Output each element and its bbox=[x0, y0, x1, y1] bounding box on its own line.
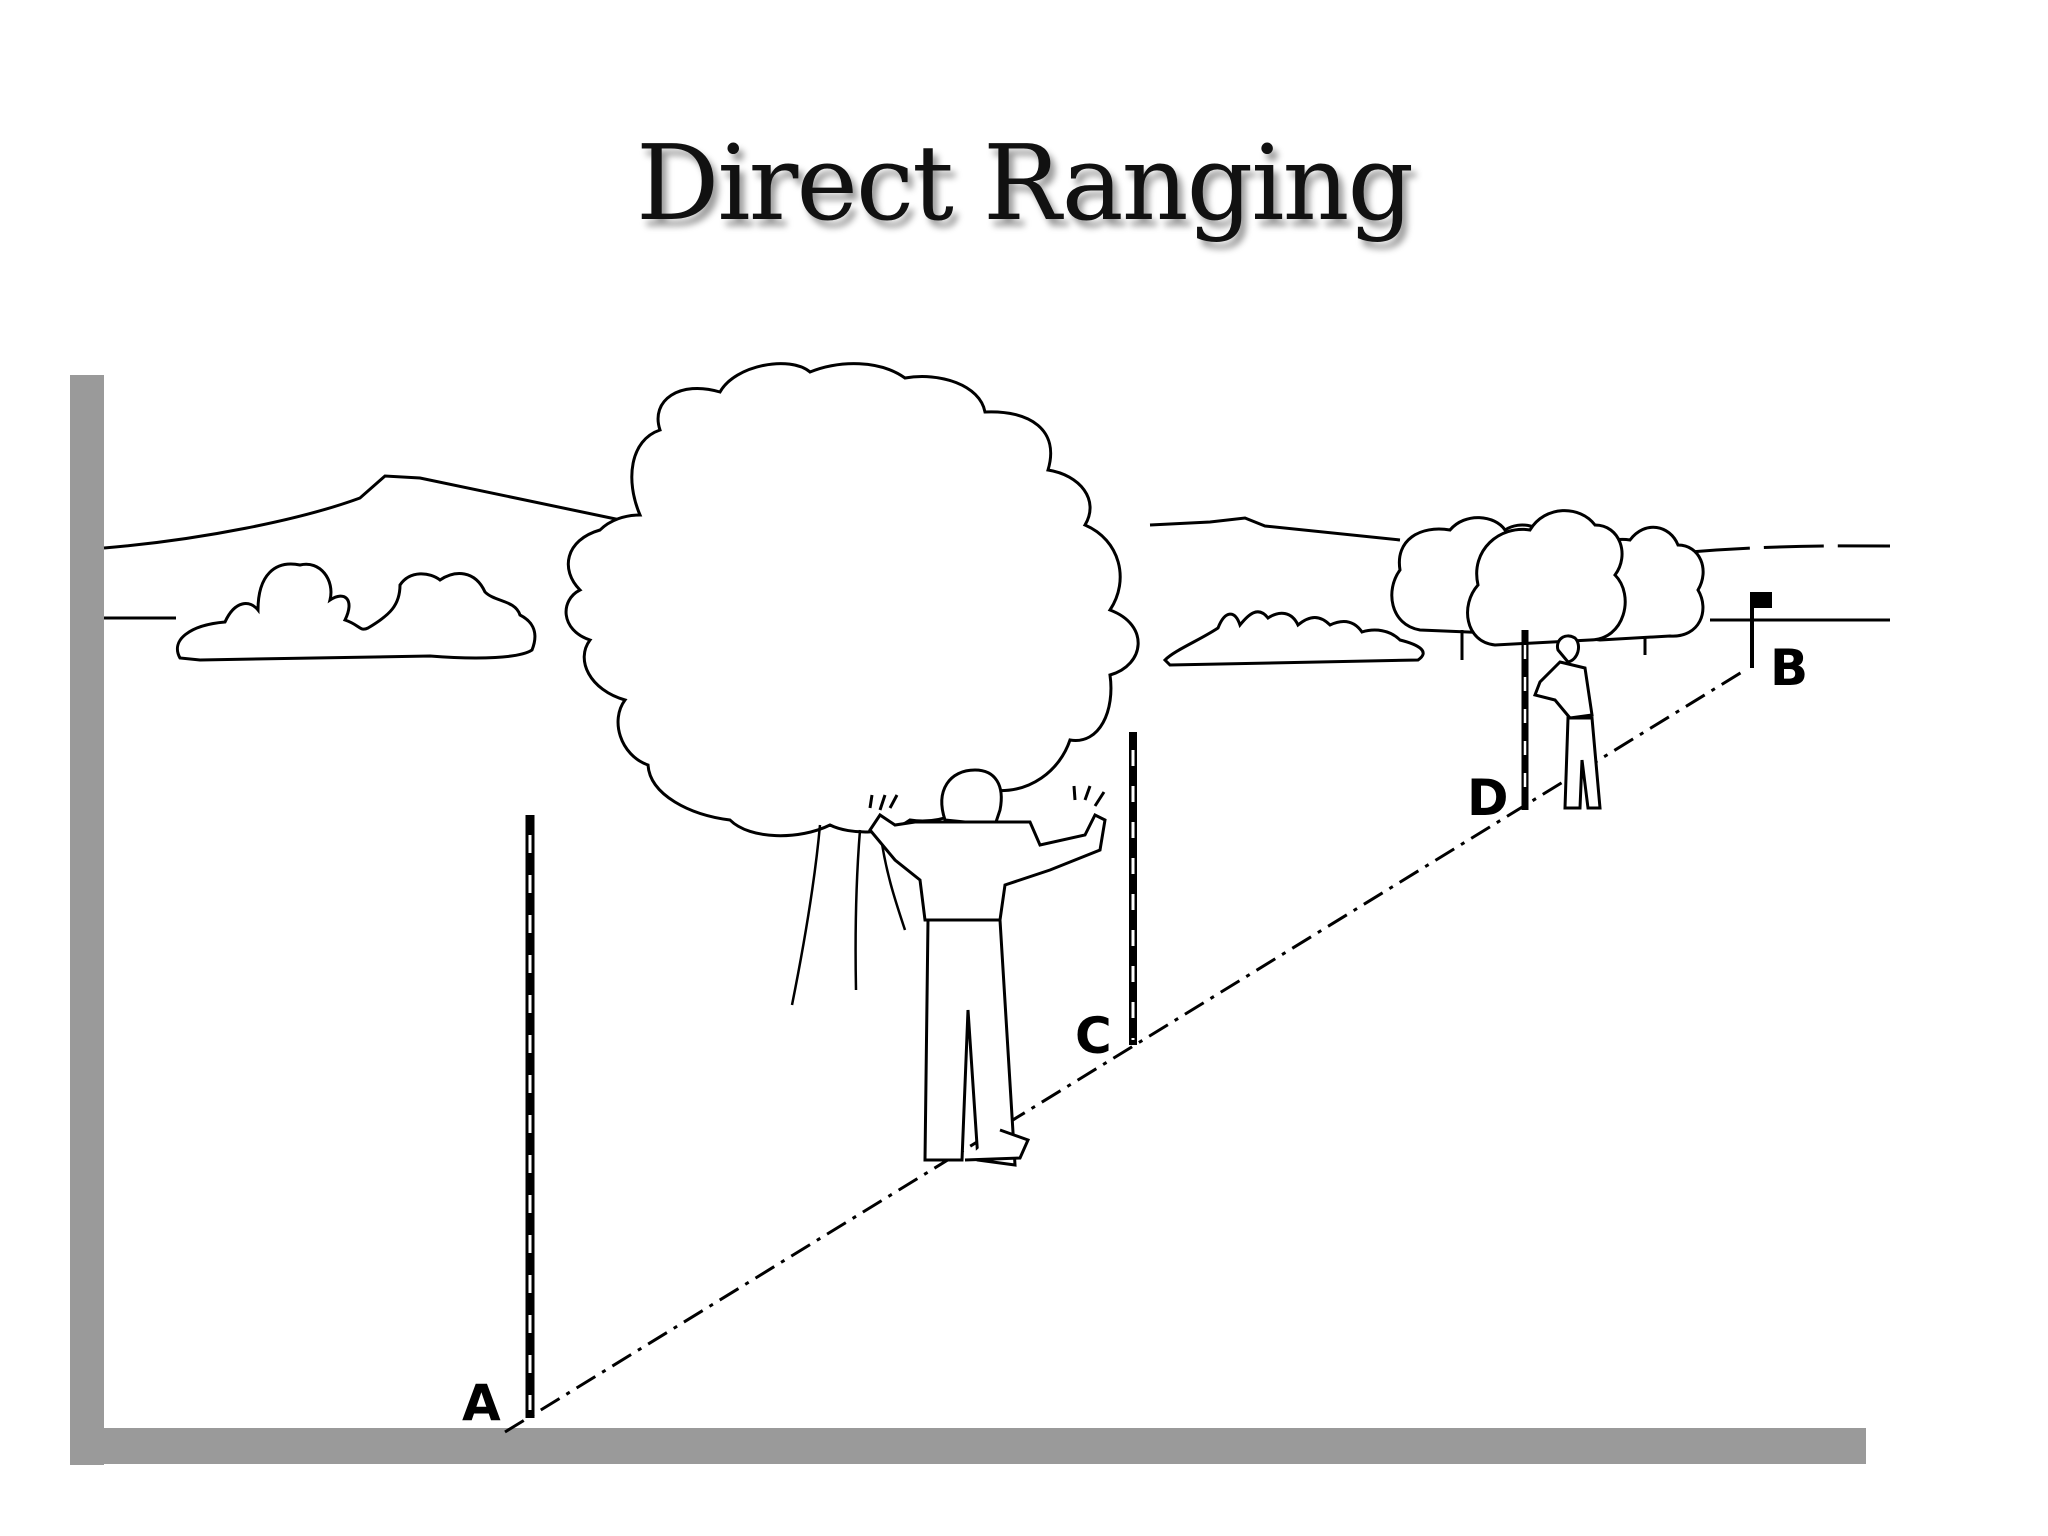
label-point-b: B bbox=[1770, 639, 1808, 697]
left-bushes bbox=[176, 562, 537, 662]
label-point-a: A bbox=[462, 1374, 501, 1432]
right-trees bbox=[1390, 509, 1705, 660]
middle-bushes bbox=[1162, 610, 1425, 667]
slide-title: Direct Ranging bbox=[635, 122, 1414, 244]
flag-b bbox=[1750, 592, 1772, 668]
label-point-d: D bbox=[1467, 769, 1509, 827]
surveyor-signalling bbox=[868, 768, 1107, 1167]
frame-border bbox=[70, 375, 1866, 1465]
ranging-line bbox=[504, 670, 1743, 1434]
large-tree-canopy bbox=[564, 362, 1140, 838]
label-point-c: C bbox=[1075, 1007, 1112, 1065]
surveyor-holding-rod bbox=[1532, 634, 1602, 810]
background-hills bbox=[103, 474, 1891, 622]
